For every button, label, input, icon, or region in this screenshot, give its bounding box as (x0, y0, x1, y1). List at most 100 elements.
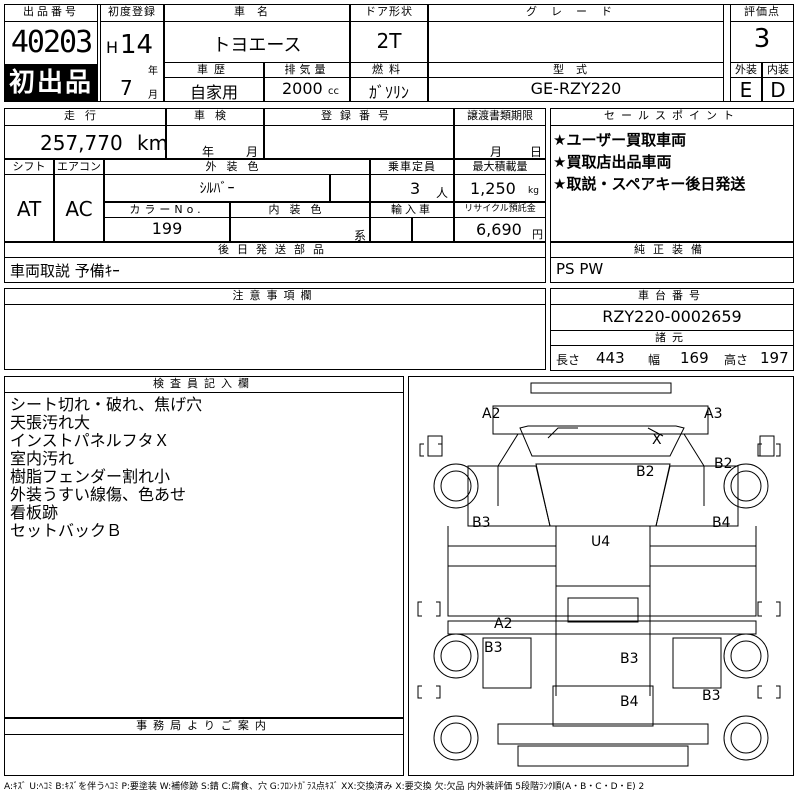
ext-color-extra-box (330, 174, 370, 202)
inspection-month: 月 (246, 145, 259, 159)
ac-box (54, 174, 104, 242)
ext-color-box (104, 174, 330, 202)
length-label: 長さ (556, 353, 581, 367)
inspector-label: 検査員記入欄 (4, 376, 404, 393)
inspector-line: 看板跡 (10, 503, 59, 522)
reg-year-unit: 年 (148, 66, 158, 77)
fuel-box (350, 77, 428, 102)
model-value: GE-RZY220 (530, 79, 622, 98)
notes-label: 注意事項欄 (4, 288, 546, 305)
era: H (106, 38, 119, 57)
ac-label: エアコン (54, 159, 104, 175)
inspector-line: 室内汚れ (10, 449, 75, 468)
sales-point-2: ★買取店出品車両 (553, 153, 672, 171)
mark-front-right: A3 (704, 406, 722, 422)
score-value: 3 (753, 24, 771, 54)
mark-left-door-front: B2 (636, 464, 655, 480)
reg-year: 14 (120, 30, 154, 60)
interior-grade: D (770, 78, 786, 102)
displacement-box (264, 77, 350, 102)
int-color-unit: 系 (354, 229, 367, 243)
mark-right-front-side: B4 (712, 515, 731, 531)
mark-right-front: B2 (714, 456, 733, 472)
lot-number-box (4, 21, 98, 65)
lot-number: 40203 (10, 25, 93, 60)
car-name-label: 車名 (164, 4, 350, 22)
height-value: 197 (760, 349, 789, 367)
inspection-year: 年 (202, 145, 215, 159)
chassis-value: RZY220-0002659 (602, 307, 742, 326)
exterior-label: 外装 (730, 62, 762, 78)
color-no-value: 199 (151, 219, 183, 238)
capacity-value: 3 (410, 179, 421, 198)
width-label: 幅 (648, 353, 661, 367)
load-unit: kg (528, 186, 539, 196)
import-box-a (370, 217, 412, 242)
dims-label: 諸元 (550, 330, 794, 346)
inspector-line: シート切れ・破れ、焦げ穴 (10, 395, 203, 414)
inspector-line: 外装うすい線傷、色あせ (10, 485, 187, 504)
lot-number-label: 出品番号 (4, 4, 98, 22)
fuel-value: ｶﾞｿﾘﾝ (368, 83, 409, 102)
history-value: 自家用 (189, 83, 238, 102)
transfer-label: 譲渡書類期限 (454, 108, 546, 126)
reg-no-box (264, 125, 454, 159)
model-box (428, 77, 724, 102)
reg-no-label: 登録番号 (264, 108, 454, 126)
displacement-unit: cc (328, 86, 339, 97)
history-label: 車歴 (164, 62, 264, 78)
capacity-box (370, 174, 454, 202)
capacity-label: 乗車定員 (370, 159, 454, 175)
mark-bed-mid: B3 (620, 651, 639, 667)
transfer-month: 月 (490, 145, 503, 159)
inspector-line: 天張汚れ大 (10, 413, 91, 432)
sales-points-box (550, 125, 794, 242)
mileage-value: 257,770 (40, 131, 123, 155)
inspector-lines: シート切れ・破れ、焦げ穴 天張汚れ大 インストパネルフタＸ 室内汚れ 樹脂フェン… (10, 396, 400, 540)
reg-month: 7 (120, 76, 133, 100)
first-reg-label: 初度登録 (100, 4, 164, 22)
grade-box (428, 21, 724, 63)
ext-color-label: 外装色 (104, 159, 370, 175)
first-reg-box (100, 21, 164, 102)
recycle-box (454, 217, 546, 242)
transfer-box (454, 125, 546, 159)
score-label: 評価点 (730, 4, 794, 22)
reg-month-unit: 月 (148, 90, 158, 101)
interior-box (762, 77, 794, 102)
history-box (164, 77, 264, 102)
int-color-box (230, 217, 370, 242)
mark-front-left: A2 (482, 406, 500, 422)
genuine-label: 純正装備 (550, 242, 794, 258)
displacement-value: 2000 (282, 79, 323, 98)
interior-label: 内装 (762, 62, 794, 78)
mark-roof: U4 (591, 534, 610, 550)
genuine-box (550, 257, 794, 283)
length-value: 443 (596, 349, 625, 367)
mileage-unit: km (137, 131, 169, 155)
model-label: 型式 (428, 62, 724, 78)
sales-point-1: ★ユーザー買取車両 (553, 131, 687, 149)
transfer-day: 日 (530, 145, 543, 159)
car-name: トヨエース (212, 35, 302, 56)
inspector-line: セットバックＢ (10, 521, 123, 540)
int-color-label: 内装色 (230, 202, 370, 218)
door-label: ドア形状 (350, 4, 428, 22)
later-parts-value: 車両取説 予備ｷｰ (10, 262, 120, 280)
mark-left-rear: B3 (484, 640, 503, 656)
first-listing-badge: 初出品 (4, 65, 98, 102)
notes-box (4, 304, 546, 370)
inspector-line: 樹脂フェンダー割れ小 (10, 467, 171, 486)
ac-value: AC (65, 197, 93, 221)
mark-right-rear: B3 (702, 688, 721, 704)
grade-label: グレード (428, 4, 724, 22)
chassis-label: 車台番号 (550, 288, 794, 305)
color-no-box (104, 217, 230, 242)
dims-box (550, 345, 794, 371)
mark-left-front-side: B3 (472, 515, 491, 531)
fuel-label: 燃料 (350, 62, 428, 78)
office-box (4, 734, 404, 776)
shift-box (4, 174, 54, 242)
inspector-box (4, 392, 404, 718)
recycle-value: 6,690 (476, 220, 522, 239)
